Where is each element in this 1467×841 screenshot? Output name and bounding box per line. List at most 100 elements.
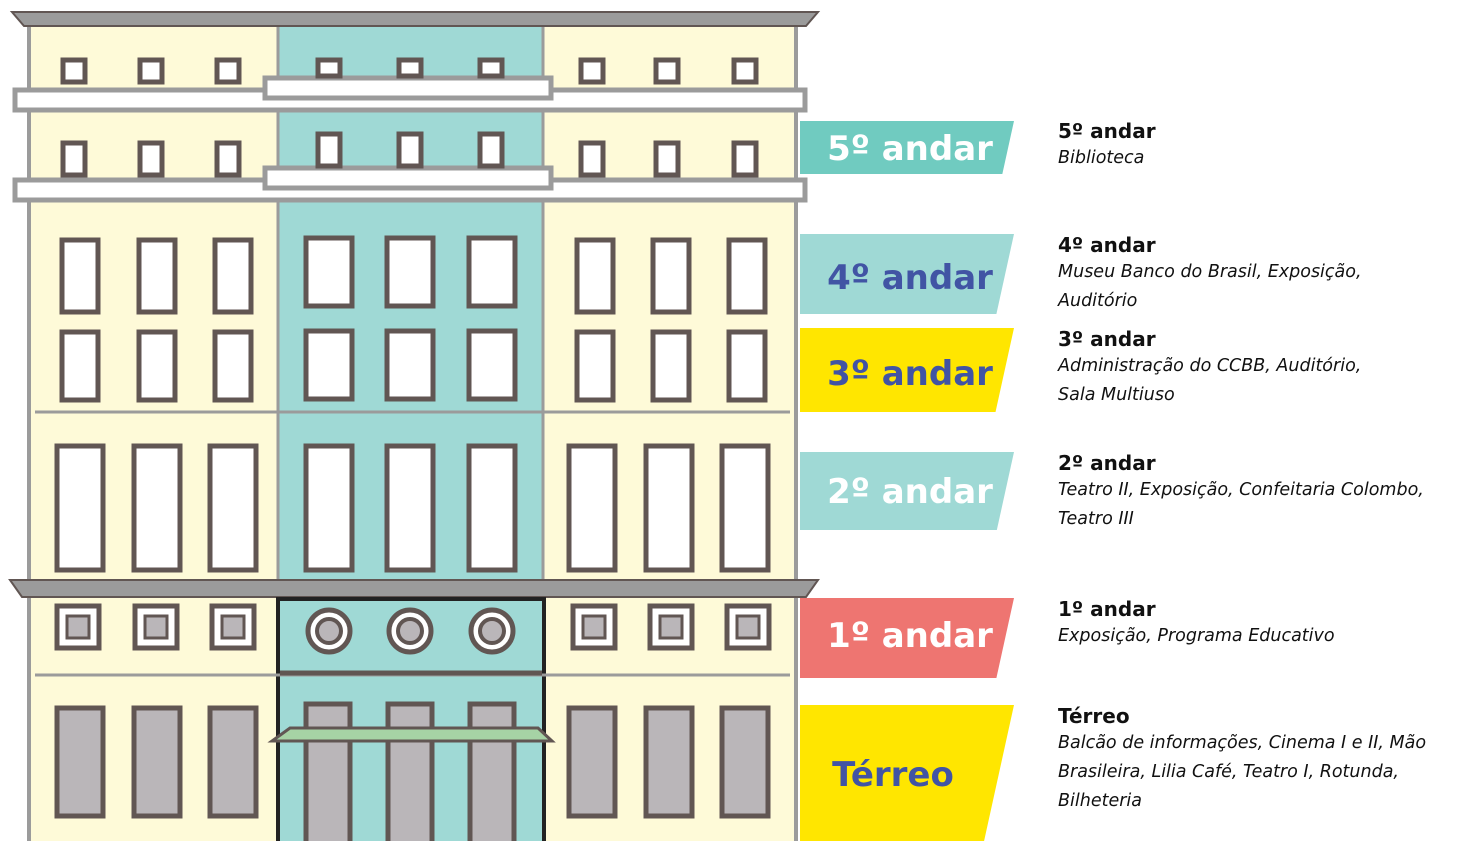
window	[578, 140, 606, 178]
windows-row-1	[54, 603, 772, 651]
door	[643, 705, 695, 819]
window	[653, 140, 681, 178]
window	[578, 57, 606, 85]
top-cornice	[9, 11, 821, 27]
window	[653, 57, 681, 85]
window	[214, 140, 242, 178]
window	[581, 614, 607, 640]
window	[137, 140, 165, 178]
round-window	[396, 617, 424, 645]
window	[643, 443, 695, 573]
window	[136, 329, 178, 403]
legend-title: 1º andar	[1058, 597, 1156, 621]
round-window	[478, 617, 506, 645]
window	[735, 614, 761, 640]
window	[303, 328, 355, 402]
legend-item-1: 1º andar Exposição, Programa Educativo	[1058, 596, 1467, 651]
window	[65, 614, 91, 640]
floor-tab-label: 2º andar	[827, 472, 993, 512]
ledge	[262, 75, 554, 101]
window	[384, 443, 436, 573]
windows-row-5	[60, 131, 759, 178]
round-window	[315, 617, 343, 645]
floor-tab	[800, 598, 1014, 678]
windows-row-4	[59, 235, 768, 315]
windows-row-2	[54, 443, 771, 573]
window	[54, 443, 106, 573]
window	[59, 329, 101, 403]
window	[303, 443, 355, 573]
legend-desc-line: Exposição, Programa Educativo	[1058, 626, 1335, 646]
legend-item-ground: Térreo Balcão de informações, Cinema I e…	[1058, 703, 1467, 816]
window	[477, 57, 505, 79]
door	[303, 701, 353, 841]
window	[384, 328, 436, 402]
window	[207, 443, 259, 573]
legend-title: 2º andar	[1058, 451, 1156, 475]
legend-desc-line: Auditório	[1058, 291, 1138, 311]
entrance-frame	[276, 597, 546, 841]
door	[385, 701, 435, 841]
legend-title: 3º andar	[1058, 327, 1156, 351]
legend-item-3: 3º andar Administração do CCBB, Auditóri…	[1058, 326, 1467, 410]
window	[466, 328, 518, 402]
window	[59, 237, 101, 315]
legend-title: Térreo	[1058, 704, 1130, 728]
floor-tab-label: 3º andar	[827, 354, 993, 394]
floor-tab	[800, 705, 1014, 841]
window	[212, 329, 254, 403]
window	[726, 237, 768, 315]
floor-tab-label: Térreo	[832, 755, 954, 795]
window	[303, 235, 355, 309]
legend-item-2: 2º andar Teatro II, Exposição, Confeitar…	[1058, 450, 1467, 534]
door	[467, 701, 517, 841]
floor-tab-label: 4º andar	[827, 258, 993, 298]
legend-title: 4º andar	[1058, 233, 1156, 257]
window	[220, 614, 246, 640]
window	[650, 329, 692, 403]
legend-desc-line: Bilheteria	[1058, 791, 1142, 811]
middle-cornice	[8, 579, 820, 598]
windows-row-3	[59, 328, 768, 403]
entrance-awning	[267, 726, 556, 743]
legend-item-4: 4º andar Museu Banco do Brasil, Exposiçã…	[1058, 232, 1467, 316]
door	[54, 705, 106, 819]
legend-desc-line: Museu Banco do Brasil, Exposição,	[1058, 262, 1362, 282]
legend-desc-line: Teatro III	[1058, 509, 1134, 529]
window	[212, 237, 254, 315]
legend-desc-line: Brasileira, Lilia Café, Teatro I, Rotund…	[1058, 762, 1399, 782]
window	[131, 443, 183, 573]
legend-desc-line: Teatro II, Exposição, Confeitaria Colomb…	[1058, 480, 1424, 500]
window	[60, 140, 88, 178]
floor-tab-label: 1º andar	[827, 616, 993, 656]
window	[726, 329, 768, 403]
legend-title: 5º andar	[1058, 119, 1156, 143]
window	[315, 131, 343, 169]
window	[477, 131, 505, 169]
window	[136, 237, 178, 315]
floor-tab	[800, 234, 1014, 314]
window	[384, 235, 436, 309]
door	[566, 705, 618, 819]
window	[566, 443, 618, 573]
legend-desc-line: Biblioteca	[1058, 148, 1145, 168]
door	[131, 705, 183, 819]
round-windows	[305, 607, 516, 655]
door	[207, 705, 259, 819]
window	[719, 443, 771, 573]
window	[315, 57, 343, 79]
window	[143, 614, 169, 640]
window	[731, 57, 759, 85]
window	[396, 57, 424, 79]
floor-tab	[800, 452, 1014, 530]
window	[396, 131, 424, 169]
floor-tab	[800, 328, 1014, 412]
legend-desc-line: Administração do CCBB, Auditório,	[1058, 356, 1362, 376]
window	[731, 140, 759, 178]
window	[60, 57, 88, 85]
ledge	[262, 165, 554, 191]
window	[574, 237, 616, 315]
legend-item-5: 5º andar Biblioteca	[1058, 118, 1467, 173]
